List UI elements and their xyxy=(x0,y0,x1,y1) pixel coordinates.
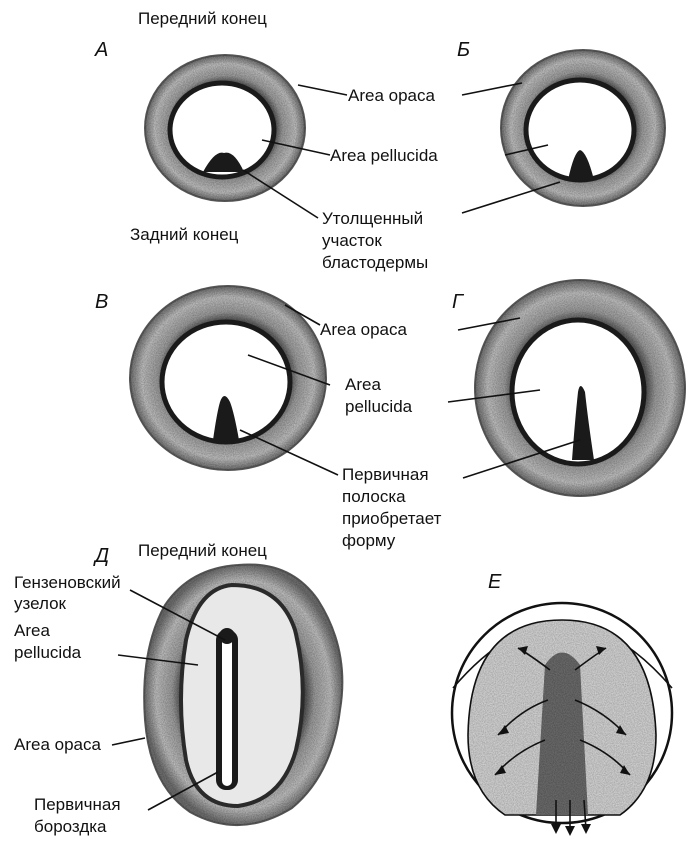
label-groove-2: бороздка xyxy=(34,817,107,836)
label-front-end-d: Передний конец xyxy=(138,541,267,560)
panel-v xyxy=(130,286,326,470)
panel-letter-e: Е xyxy=(488,571,502,593)
panel-letter-d: Д xyxy=(93,545,109,567)
label-front-end: Передний конец xyxy=(138,9,267,28)
label-streak-1: Первичная xyxy=(342,465,429,484)
panel-a xyxy=(145,55,305,201)
label-streak-3: приобретает xyxy=(342,509,442,528)
panel-letter-a: А xyxy=(94,39,108,61)
label-hensen-2: узелок xyxy=(14,594,67,613)
panel-d xyxy=(144,564,342,825)
primitive-groove xyxy=(222,634,232,786)
panel-letter-v: В xyxy=(95,291,108,313)
label-thickened-2: участок xyxy=(322,231,382,250)
label-area-opaca-2: Area opaca xyxy=(320,320,407,339)
panel-b xyxy=(501,50,665,206)
label-area-2: Area xyxy=(345,375,381,394)
label-area-opaca-3: Area opaca xyxy=(14,735,101,754)
label-area-pellucida: Area pellucida xyxy=(330,146,438,165)
label-back-end: Задний конец xyxy=(130,225,239,244)
panel-letter-g: Г xyxy=(452,291,465,313)
label-groove-1: Первичная xyxy=(34,795,121,814)
panel-e xyxy=(452,603,672,836)
label-streak-4: форму xyxy=(342,531,396,550)
label-pellucida-3: pellucida xyxy=(14,643,82,662)
label-area-3: Area xyxy=(14,621,50,640)
label-streak-2: полоска xyxy=(342,487,406,506)
area-pellucida xyxy=(181,585,303,806)
label-pellucida-2: pellucida xyxy=(345,397,413,416)
hensen-node xyxy=(219,628,235,644)
label-thickened-3: бластодермы xyxy=(322,253,428,272)
label-thickened-1: Утолщенный xyxy=(322,209,423,228)
panel-letter-b: Б xyxy=(457,39,470,61)
label-hensen-1: Гензеновский xyxy=(14,573,121,592)
label-area-opaca: Area opaca xyxy=(348,86,435,105)
